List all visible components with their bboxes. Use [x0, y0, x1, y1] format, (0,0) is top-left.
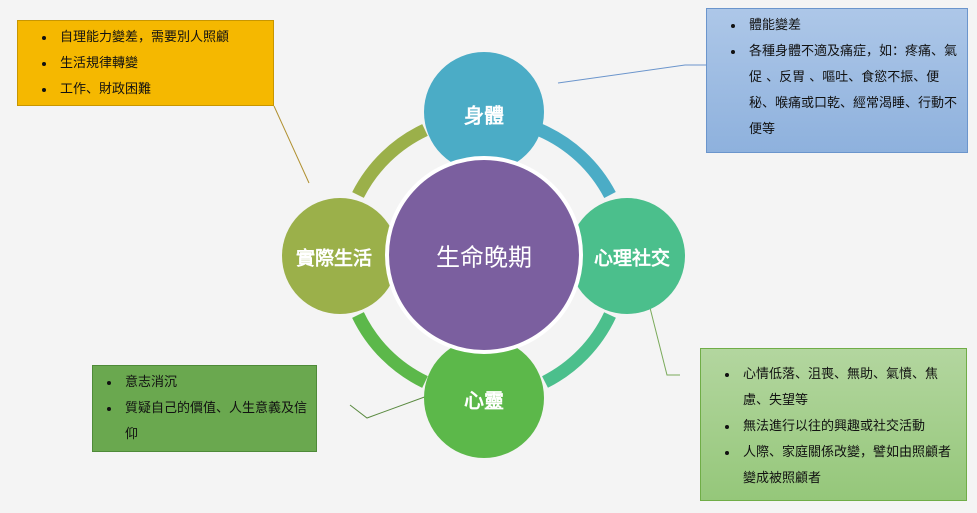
- spiritual-item: 意志消沉: [121, 370, 310, 396]
- practical-item: 生活規律轉變: [56, 51, 273, 77]
- center-circle: [385, 156, 583, 354]
- physical-box: 體能變差 各種身體不適及痛症，如：疼痛、氣促 、反胃 、嘔吐、食慾不振、便秘、喉…: [706, 8, 968, 153]
- node-physical: [424, 52, 544, 172]
- practical-item: 自理能力變差，需要別人照顧: [56, 25, 273, 51]
- node-spiritual: [424, 338, 544, 458]
- connector-lines: [273, 64, 706, 419]
- node-label-spiritual: 心靈: [464, 388, 504, 413]
- practical-box: 自理能力變差，需要別人照顧 生活規律轉變 工作、財政困難: [17, 20, 274, 106]
- node-psychosocial: [569, 198, 685, 314]
- physical-item: 各種身體不適及痛症，如：疼痛、氣促 、反胃 、嘔吐、食慾不振、便秘、喉痛或口乾、…: [745, 39, 961, 143]
- node-label-psychosocial: 心理社交: [593, 247, 671, 270]
- spiritual-box: 意志消沉 質疑自己的價值、人生意義及信仰: [92, 365, 317, 452]
- psychosocial-item: 人際、家庭關係改變，譬如由照顧者變成被照顧者: [739, 440, 958, 492]
- psychosocial-item: 心情低落、沮喪、無助、氣憤、焦慮、失望等: [739, 362, 958, 414]
- node-label-physical: 身體: [464, 103, 504, 128]
- spiritual-item: 質疑自己的價值、人生意義及信仰: [121, 396, 310, 448]
- center-label: 生命晚期: [436, 243, 532, 272]
- node-label-practical: 實際生活: [295, 247, 373, 270]
- node-practical: [282, 198, 398, 314]
- cycle-ring: [352, 124, 616, 388]
- psychosocial-box: 心情低落、沮喪、無助、氣憤、焦慮、失望等 無法進行以往的興趣或社交活動 人際、家…: [700, 348, 967, 501]
- psychosocial-item: 無法進行以往的興趣或社交活動: [739, 414, 958, 440]
- practical-item: 工作、財政困難: [56, 77, 273, 103]
- physical-item: 體能變差: [745, 13, 961, 39]
